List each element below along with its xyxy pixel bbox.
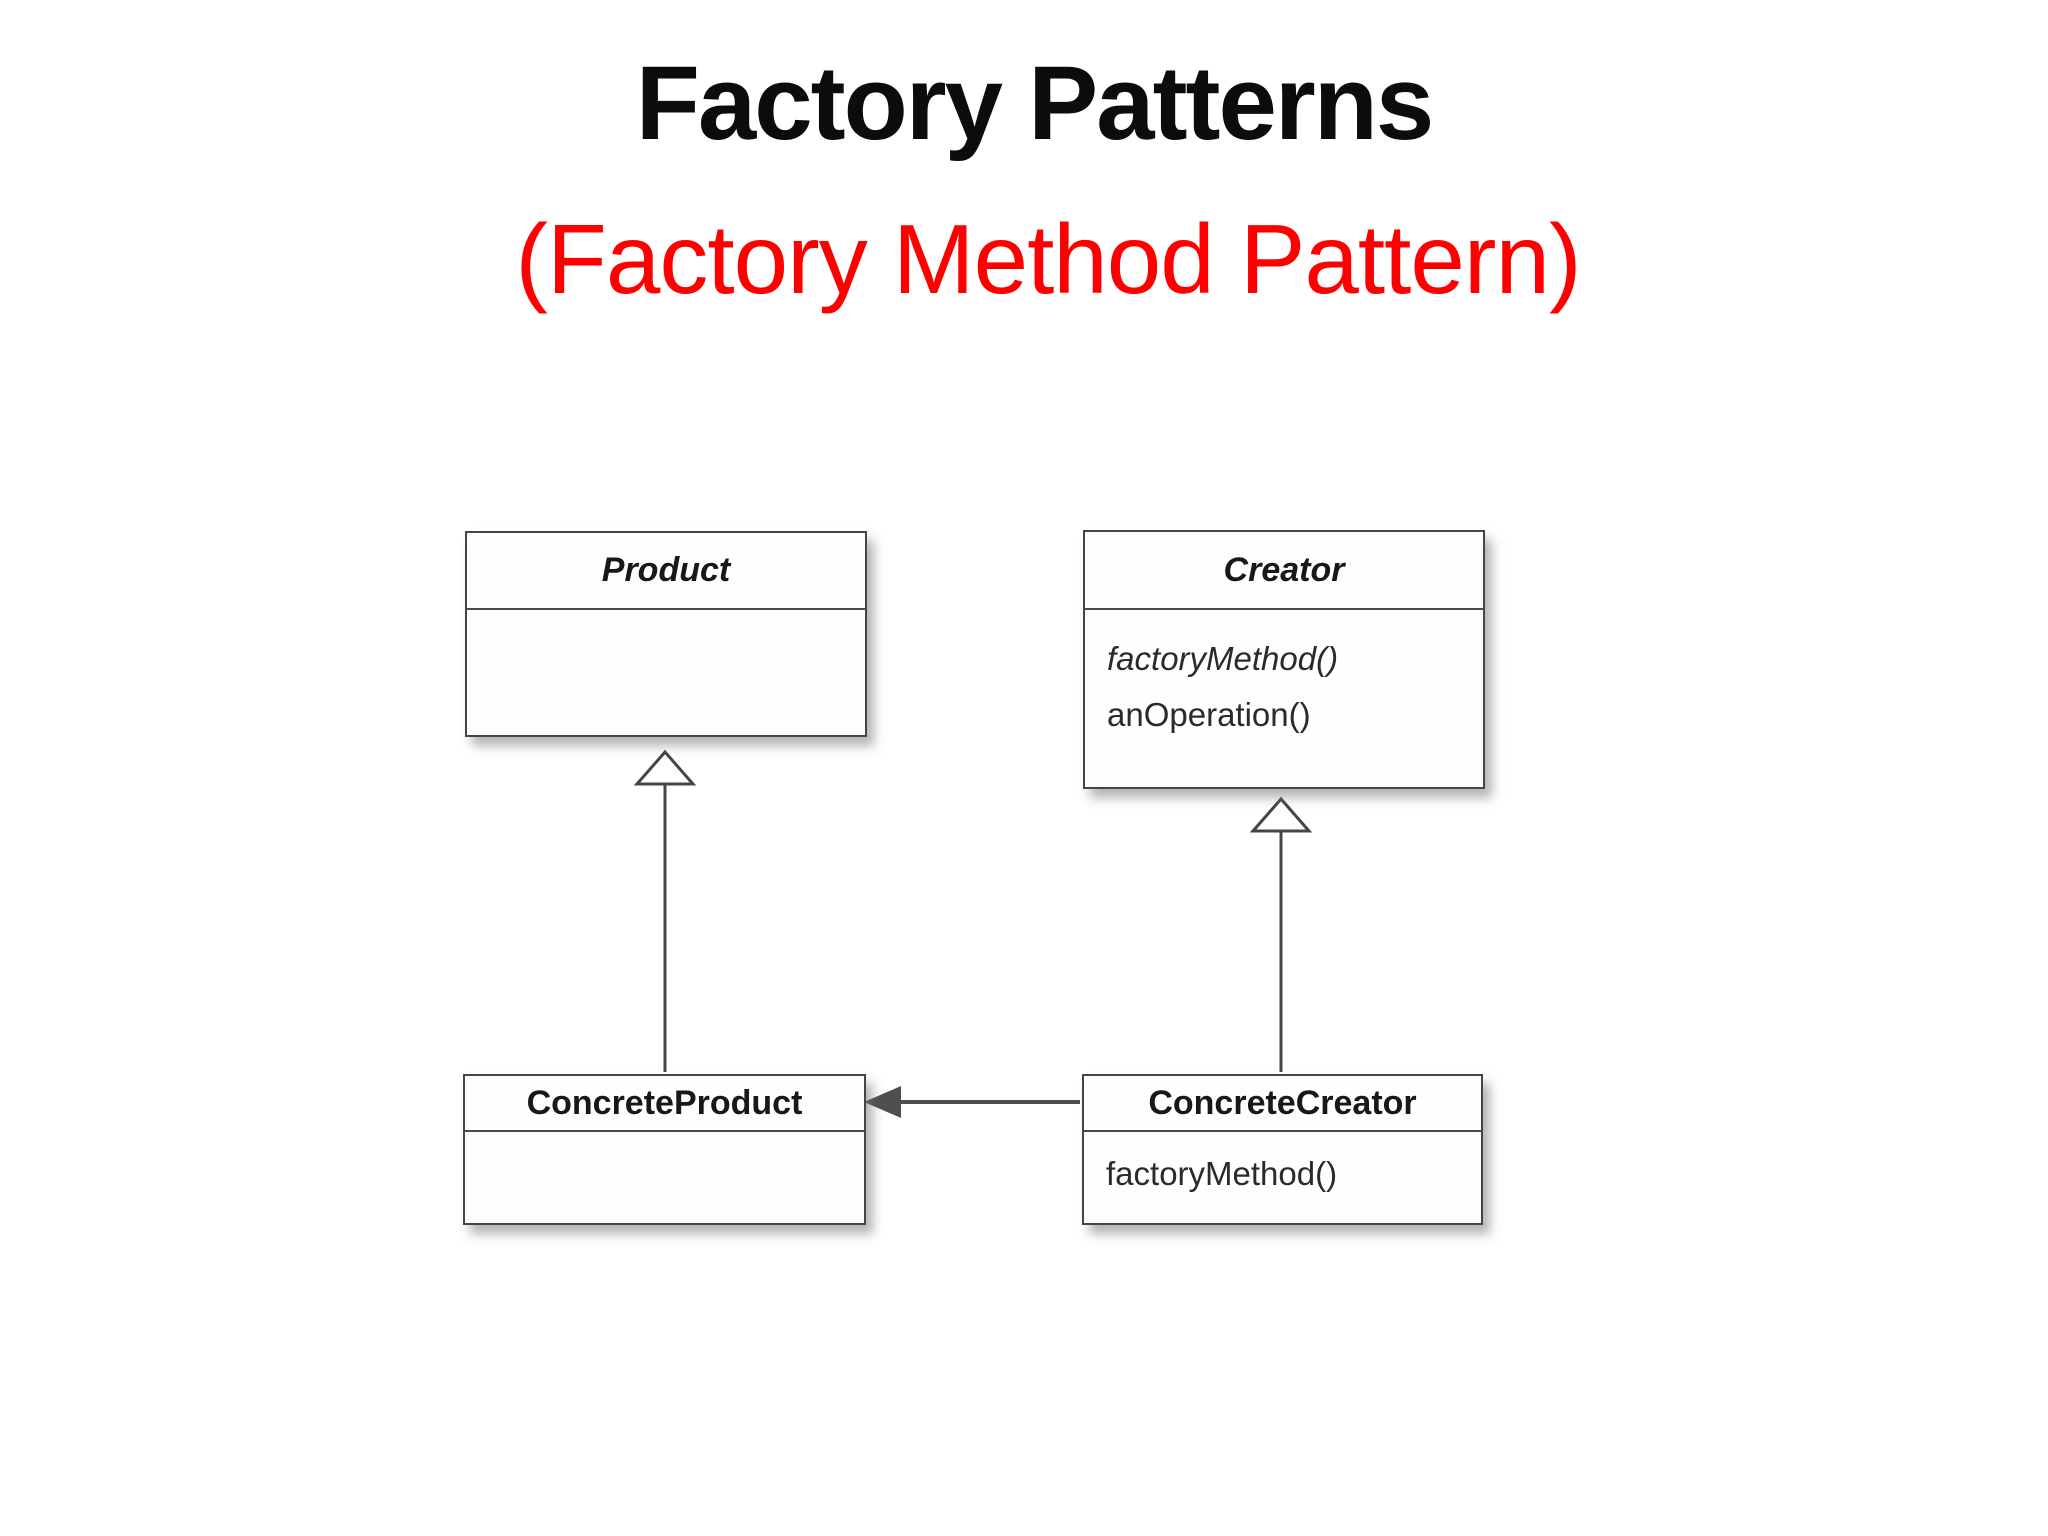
hollow-triangle-icon	[1249, 796, 1313, 833]
class-body-product	[467, 610, 865, 631]
generalization-arrow-creator	[1249, 796, 1313, 1072]
hollow-triangle-icon	[633, 749, 697, 786]
class-box-product: Product	[465, 531, 867, 737]
class-name-concrete-product: ConcreteProduct	[465, 1076, 864, 1132]
class-body-concrete-creator: factoryMethod()	[1084, 1132, 1481, 1202]
class-name-concrete-creator: ConcreteCreator	[1084, 1076, 1481, 1132]
class-box-creator: Creator factoryMethod() anOperation()	[1083, 530, 1485, 789]
method-an-operation: anOperation()	[1107, 696, 1311, 733]
class-name-creator: Creator	[1085, 532, 1483, 610]
method-factory-method: factoryMethod()	[1106, 1155, 1338, 1192]
method-factory-method: factoryMethod()	[1107, 640, 1339, 677]
class-box-concrete-product: ConcreteProduct	[463, 1074, 866, 1225]
slide-title: Factory Patterns	[635, 45, 1435, 162]
class-name-product: Product	[467, 533, 865, 610]
generalization-arrow-product	[633, 749, 697, 1072]
class-body-creator: factoryMethod() anOperation()	[1085, 610, 1483, 743]
class-body-concrete-product	[465, 1132, 864, 1153]
solid-arrowhead-icon	[864, 1086, 901, 1118]
slide-subtitle: (Factory Method Pattern)	[515, 204, 1581, 314]
class-box-concrete-creator: ConcreteCreator factoryMethod()	[1082, 1074, 1483, 1225]
association-arrow-creates	[864, 1086, 1080, 1118]
